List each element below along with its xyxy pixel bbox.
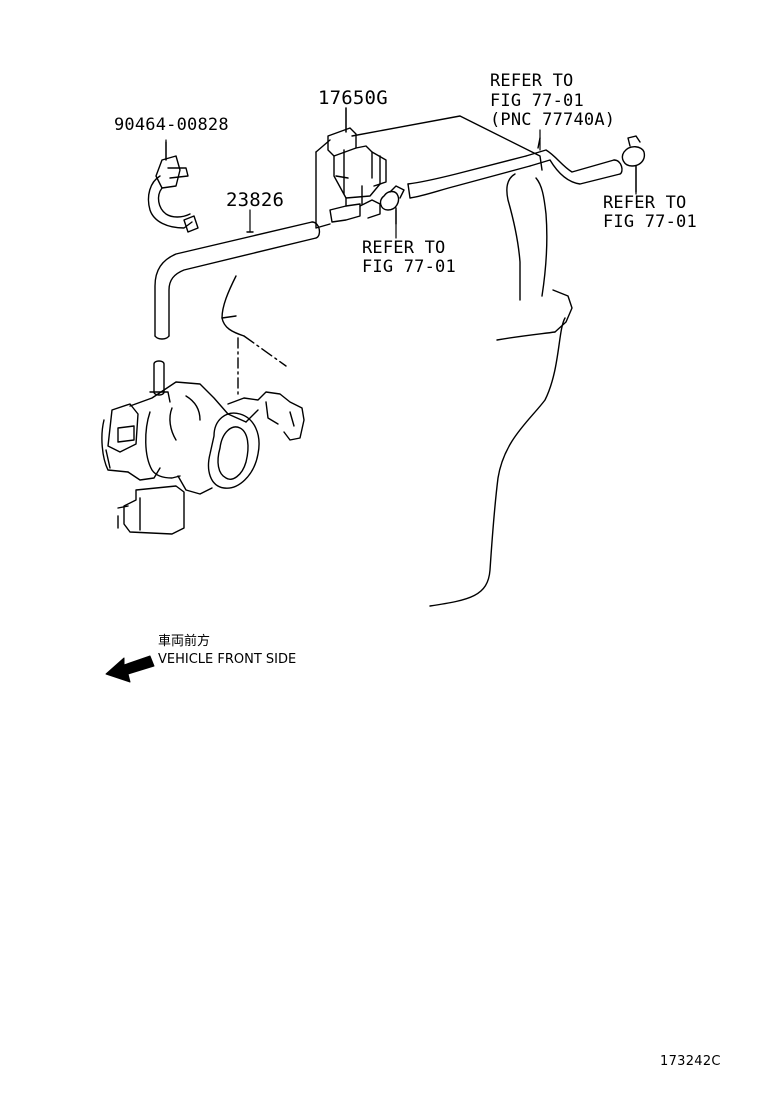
direction-english: VEHICLE FRONT SIDE xyxy=(158,652,297,667)
part-number-vsv: 17650G xyxy=(318,87,388,109)
reference-line: REFER TO xyxy=(362,238,446,258)
reference-line: REFER TO xyxy=(603,193,687,213)
vsv-17650G xyxy=(316,108,542,228)
figure-code: 173242C xyxy=(660,1054,721,1069)
hose-23826 xyxy=(155,222,319,339)
throttle-body xyxy=(102,361,304,534)
part-number-clip: 90464-00828 xyxy=(114,115,229,135)
left-arrow-icon xyxy=(106,656,154,682)
reference-line: (PNC 77740A) xyxy=(490,110,616,130)
direction-japanese: 車両前方 xyxy=(158,634,211,649)
hose-clamp-right xyxy=(622,136,644,192)
reference-line: FIG 77-01 xyxy=(362,257,456,277)
reference-line: FIG 77-01 xyxy=(490,91,584,111)
reference-line: REFER TO xyxy=(490,71,574,91)
intake-manifold-outline xyxy=(222,174,572,606)
hose-clamp-center xyxy=(381,186,404,224)
part-number-hose: 23826 xyxy=(226,189,285,211)
reference-line: FIG 77-01 xyxy=(603,212,697,232)
clip-90464-00828 xyxy=(148,142,198,232)
leader-lines xyxy=(166,108,636,238)
hose-right xyxy=(408,138,622,198)
